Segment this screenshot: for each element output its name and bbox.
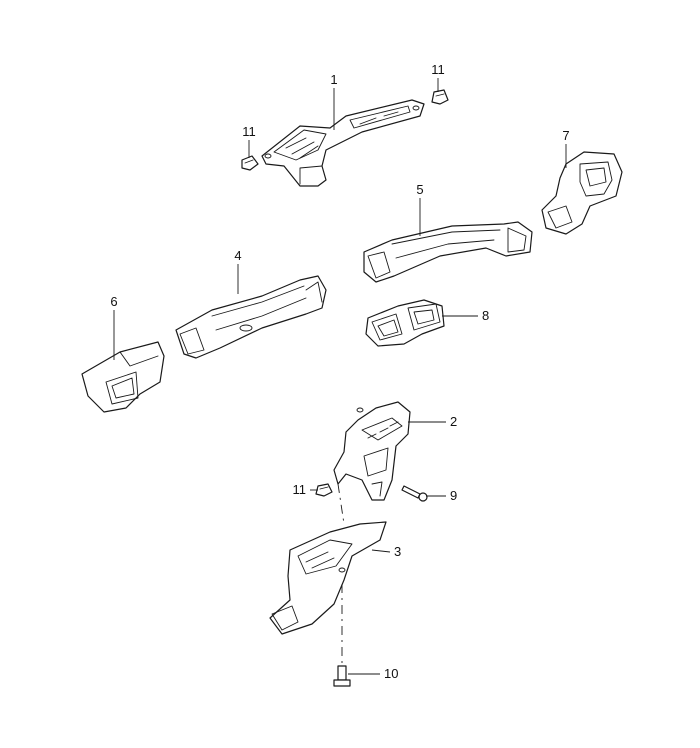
callout-7: 7 [562,128,569,143]
part-10-bolt [333,665,351,687]
part-1-upper-duct [261,99,425,187]
callout-11-middle: 11 [293,482,307,497]
callout-4: 4 [234,248,241,263]
part-7-right-duct [541,151,623,235]
part-2-bracket [333,401,411,501]
callout-6: 6 [110,294,117,309]
callout-3: 3 [394,544,401,559]
callout-1: 1 [330,72,337,87]
leader-lines [113,78,567,675]
callout-2: 2 [450,414,457,429]
part-4-long-duct [175,275,327,359]
callout-11-top-right: 11 [431,62,445,77]
part-8-double-outlet [365,299,445,347]
part-3-lower-duct [269,521,387,635]
callout-10: 10 [384,666,398,681]
callout-8: 8 [482,308,489,323]
part-9-screw [401,485,428,502]
part-11-clip-top-left [241,155,259,171]
callout-9: 9 [450,488,457,503]
part-11-clip-top-right [431,89,449,105]
callout-5: 5 [416,182,423,197]
part-6-front-outlet [81,341,165,413]
callout-11-top-left: 11 [242,124,256,139]
assembly-line-upper [337,483,345,525]
part-5-curved-duct [363,221,533,283]
part-11-clip-middle [315,483,333,497]
